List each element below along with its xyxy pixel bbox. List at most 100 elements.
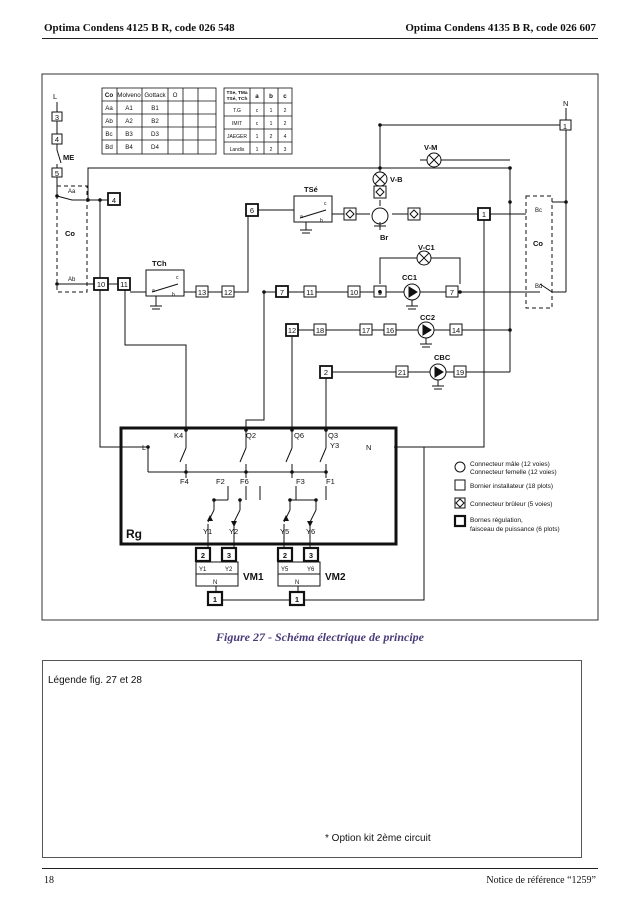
key-installer-terminal: Bornier installateur (18 plots) (470, 483, 553, 490)
label-Y5: Y5 (280, 527, 289, 536)
label-VM: V-M (424, 143, 437, 152)
junction-dots (55, 123, 568, 502)
label-tse-a: a (300, 214, 303, 220)
key-regulation-terminal: Bornes régulation, (470, 517, 523, 524)
term-10: 10 (97, 280, 105, 289)
table2-col-b: b (269, 93, 273, 100)
installer-terminal-icon (454, 479, 466, 491)
label-Bc: Bc (535, 208, 542, 214)
label-Ab: Ab (68, 277, 76, 283)
label-L: L (53, 92, 57, 101)
table2-r0c3: 2 (284, 108, 287, 114)
term-9: 9 (378, 288, 382, 297)
label-ME: ME (63, 153, 74, 162)
reference-note: Notice de référence “1259” (486, 875, 596, 886)
table1-r1c1: A2 (125, 118, 133, 125)
label-VC1: V-C1 (418, 243, 435, 252)
label-Y2: Y2 (229, 527, 238, 536)
table1-r1c2: B2 (151, 118, 159, 125)
label-Y3: Y3 (330, 441, 339, 450)
term-13: 13 (198, 288, 206, 297)
indicator-lamps (372, 152, 442, 266)
label-N2: N (295, 580, 299, 586)
table2-col-a: a (255, 93, 259, 100)
label-TCh: TCh (152, 259, 167, 268)
footer-rule (42, 868, 598, 869)
header-rule (42, 38, 598, 39)
label-CBC: CBC (434, 353, 451, 362)
regulator-box (119, 426, 398, 546)
label-F1: F1 (326, 477, 335, 486)
label-F2: F2 (216, 477, 225, 486)
label-Q3: Q3 (328, 431, 338, 440)
table1-r2c2: D3 (151, 131, 159, 138)
label-Y6: Y6 (306, 527, 315, 536)
table2-r2c3: 4 (284, 134, 287, 140)
table2-r1c0: IMIT (232, 121, 242, 127)
term-17: 17 (362, 326, 370, 335)
term-3: 3 (55, 113, 59, 122)
table1-r0c0: Aa (105, 105, 113, 112)
direction-arrows (207, 515, 313, 527)
term-vm1-2: 2 (201, 551, 205, 560)
label-N-top: N (563, 99, 568, 108)
term-2: 2 (324, 368, 328, 377)
label-K4: K4 (174, 431, 183, 440)
label-F4: F4 (180, 477, 189, 486)
key-female-connector: Connecteur femelle (12 voies) (470, 469, 557, 476)
term-11: 11 (120, 280, 128, 289)
label-tse-c: c (324, 201, 327, 207)
key-burner-connector: Connecteur brûleur (5 voies) (470, 501, 552, 508)
label-F3: F3 (296, 477, 305, 486)
table1-r3c2: D4 (151, 144, 159, 151)
table2-r2c1: 1 (256, 134, 259, 140)
term-14: 14 (452, 326, 460, 335)
key-symbols (453, 461, 467, 528)
term-4: 4 (112, 196, 116, 205)
page-number: 18 (44, 875, 54, 886)
table1-r2c0: Bc (105, 131, 112, 138)
table2-r2c2: 2 (270, 134, 273, 140)
label-tse-b: b (320, 218, 323, 224)
table1-r1c0: Ab (105, 118, 113, 125)
figure-caption: Figure 27 - Schéma électrique de princip… (216, 630, 424, 644)
label-N-rg: N (366, 443, 371, 452)
label-tch-a: a (152, 288, 155, 294)
label-Co-left: Co (65, 229, 75, 238)
term-4a: 4 (55, 135, 59, 144)
term-vm1-1: 1 (213, 595, 217, 604)
legend-note: * Option kit 2ème circuit (325, 833, 431, 844)
table2-r3c3: 3 (284, 147, 287, 153)
label-L-rg: L (142, 443, 146, 452)
table2-r0c0: T.G (233, 108, 241, 114)
term-18: 18 (316, 326, 324, 335)
label-VB: V-B (390, 175, 403, 184)
label-N1: N (213, 580, 217, 586)
table2-r2c0: JAEGER (227, 134, 247, 140)
table2-r0c1: c (256, 108, 259, 114)
table1-r0c1: A1 (125, 105, 133, 112)
label-Rg: Rg (126, 527, 142, 541)
legend-box: Légende fig. 27 et 28 * Option kit 2ème … (42, 660, 582, 858)
label-tch-c: c (176, 275, 179, 281)
table2-r3c1: 1 (256, 147, 259, 153)
term-vm1-3: 3 (227, 551, 231, 560)
table2-h-line1: TSe, TMa (226, 90, 247, 96)
legend-title: Légende fig. 27 et 28 (48, 675, 142, 686)
table2-r1c2: 1 (270, 121, 273, 127)
table2-col-c: c (283, 93, 287, 100)
label-Y1: Y1 (203, 527, 212, 536)
term-7a: 7 (280, 288, 284, 297)
table1-r3c0: Bd (105, 144, 113, 151)
label-CC1: CC1 (402, 273, 417, 282)
table2-r1c3: 2 (284, 121, 287, 127)
wiring-diagram: Co Molveno Gottack O Aa A1 B1 Ab A2 B2 B… (41, 73, 599, 621)
term-16: 16 (386, 326, 394, 335)
contact-table (101, 87, 217, 155)
term-1r: 1 (482, 210, 486, 219)
regulation-terminal-icon (453, 514, 467, 528)
label-F6: F6 (240, 477, 249, 486)
terminal-blocks (51, 111, 572, 607)
term-21: 21 (398, 368, 406, 377)
male-connector-icon (454, 461, 466, 473)
